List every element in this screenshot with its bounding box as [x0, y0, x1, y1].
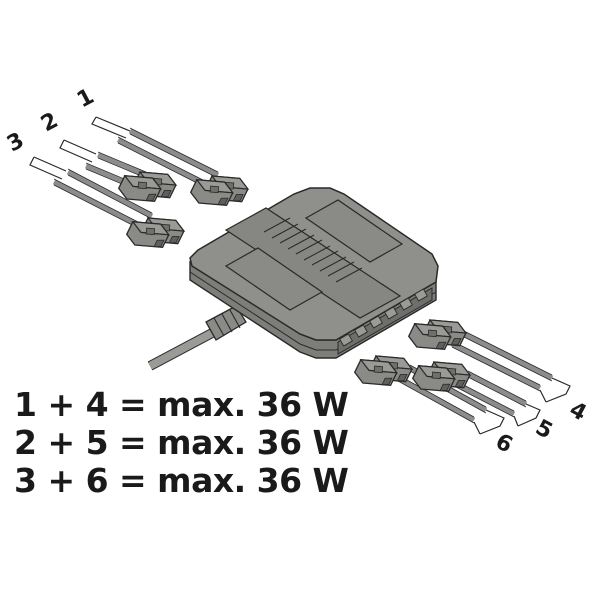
distributor-hub [147, 187, 439, 371]
port-label-3: 3 [3, 128, 28, 157]
cable-port-5 [454, 370, 541, 427]
legend-line-3-6: 3 + 6 = max. 36 W [14, 461, 349, 500]
connector-port-1 [188, 162, 250, 220]
port-label-6: 6 [491, 429, 516, 458]
cable-port-4 [450, 330, 571, 403]
upper-left-cables: 1 2 3 [3, 84, 250, 262]
port-label-5: 5 [531, 415, 556, 444]
port-label-4: 4 [565, 397, 590, 426]
power-legend: 1 + 4 = max. 36 W 2 + 5 = max. 36 W 3 + … [14, 385, 349, 500]
cooling-ribs [263, 217, 363, 283]
cable-port-3 [29, 156, 154, 230]
connector-port-4 [406, 306, 468, 364]
legend-line-1-4: 1 + 4 = max. 36 W [14, 385, 349, 424]
connector-port-6 [352, 342, 414, 400]
port-label-2: 2 [37, 108, 62, 137]
port-label-1: 1 [73, 84, 98, 113]
output-sockets [337, 287, 433, 355]
connector-port-3 [124, 204, 186, 262]
cable-port-1 [91, 116, 220, 188]
power-cable [147, 305, 247, 371]
legend-line-2-5: 2 + 5 = max. 36 W [14, 423, 349, 462]
